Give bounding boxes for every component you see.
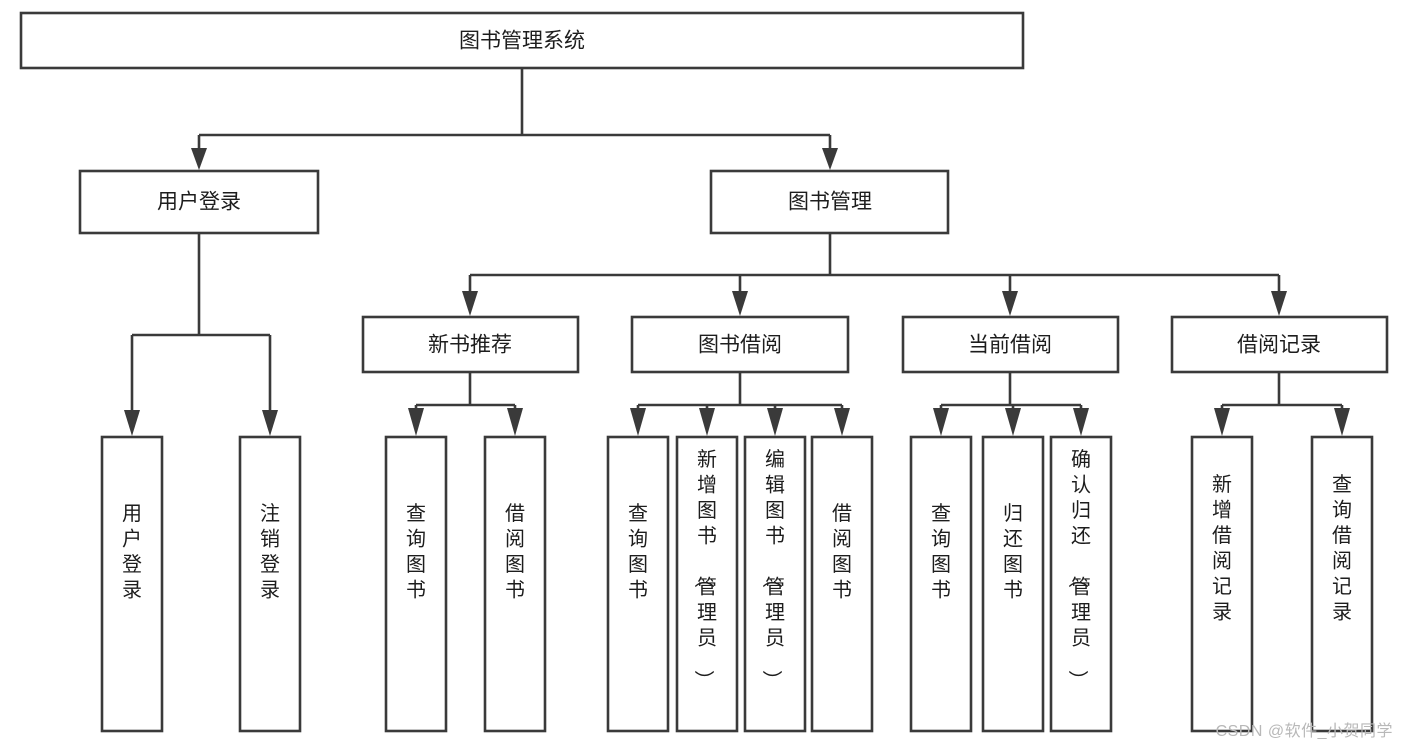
node-leaf-logout-label: 注销登录 xyxy=(260,502,280,602)
node-leaf-return-book-box[interactable] xyxy=(981,435,1045,733)
node-root-box[interactable] xyxy=(19,11,1025,70)
node-leaf-query-borrow-record-box[interactable] xyxy=(1310,435,1374,733)
node-current-borrow[interactable]: 当前借阅 xyxy=(901,315,1120,374)
node-leaf-edit-book-admin-box[interactable] xyxy=(743,435,807,733)
node-leaf-return-book-label: 归还图书 xyxy=(1003,502,1023,602)
node-root[interactable]: 图书管理系统 xyxy=(19,11,1025,70)
node-leaf-query-book-rec[interactable]: 查询图书 xyxy=(384,435,448,733)
node-leaf-borrow-book-rec-box[interactable] xyxy=(483,435,547,733)
arrow-to-borrow-records xyxy=(1271,291,1287,316)
node-leaf-logout[interactable]: 注销登录 xyxy=(238,435,302,733)
node-leaf-query-book-current-box[interactable] xyxy=(909,435,973,733)
node-leaf-confirm-return-admin-label: 确认归还（管理员） xyxy=(1066,448,1091,690)
node-borrow-records-box[interactable] xyxy=(1170,315,1389,374)
node-leaf-user-login[interactable]: 用户登录 xyxy=(100,435,164,733)
arrow-to-book-management xyxy=(822,148,838,170)
arrow-to-leaf-confirm-return-admin xyxy=(1073,408,1089,436)
node-leaf-return-book[interactable]: 归还图书 xyxy=(981,435,1045,733)
node-book-management-box[interactable] xyxy=(709,169,950,235)
node-user-login-box[interactable] xyxy=(78,169,320,235)
node-leaf-query-book-borrow-box[interactable] xyxy=(606,435,670,733)
node-leaf-borrow-book-rec[interactable]: 借阅图书 xyxy=(483,435,547,733)
node-book-borrow-label: 图书借阅 xyxy=(698,334,782,357)
node-leaf-add-book-admin-box[interactable] xyxy=(675,435,739,733)
arrow-to-current-borrow xyxy=(1002,291,1018,316)
arrow-to-user-login xyxy=(191,148,207,170)
node-leaf-add-book-admin-label: 新增图书（管理员） xyxy=(692,448,717,690)
node-leaf-logout-box[interactable] xyxy=(238,435,302,733)
node-root-label: 图书管理系统 xyxy=(459,30,585,53)
arrow-to-book-borrow xyxy=(732,291,748,316)
node-leaf-add-borrow-record-box[interactable] xyxy=(1190,435,1254,733)
arrow-to-leaf-borrow-book-rec xyxy=(507,408,523,436)
node-leaf-user-login-label: 用户登录 xyxy=(122,503,142,602)
node-borrow-records-label: 借阅记录 xyxy=(1237,334,1321,357)
connector-layer xyxy=(124,68,1350,436)
node-leaf-borrow-book[interactable]: 借阅图书 xyxy=(810,435,874,733)
arrow-to-leaf-user-login xyxy=(124,410,140,436)
node-leaf-borrow-book-box[interactable] xyxy=(810,435,874,733)
node-leaf-add-borrow-record-label: 新增借阅记录 xyxy=(1212,473,1232,624)
arrow-to-leaf-query-book-borrow xyxy=(630,408,646,436)
node-leaf-query-borrow-record-label: 查询借阅记录 xyxy=(1332,473,1352,624)
arrow-to-leaf-return-book xyxy=(1005,408,1021,436)
arrow-to-leaf-add-borrow-record xyxy=(1214,408,1230,436)
node-current-borrow-box[interactable] xyxy=(901,315,1120,374)
arrow-to-leaf-query-book-current xyxy=(933,408,949,436)
node-leaf-edit-book-admin-label: 编辑图书（管理员） xyxy=(760,448,785,690)
node-new-book-recommend[interactable]: 新书推荐 xyxy=(361,315,580,374)
arrow-to-leaf-borrow-book xyxy=(834,408,850,436)
node-leaf-query-book-current[interactable]: 查询图书 xyxy=(909,435,973,733)
node-user-login[interactable]: 用户登录 xyxy=(78,169,320,235)
arrow-to-leaf-add-book-admin xyxy=(699,408,715,436)
node-leaf-borrow-book-label: 借阅图书 xyxy=(832,502,852,602)
arrow-to-leaf-edit-book-admin xyxy=(767,408,783,436)
node-leaf-add-borrow-record[interactable]: 新增借阅记录 xyxy=(1190,435,1254,733)
node-leaf-query-borrow-record[interactable]: 查询借阅记录 xyxy=(1310,435,1374,733)
arrow-to-new-book-recommend xyxy=(462,291,478,316)
node-leaf-confirm-return-admin[interactable]: 确认归还（管理员） xyxy=(1049,435,1113,733)
node-leaf-add-book-admin[interactable]: 新增图书（管理员） xyxy=(675,435,739,733)
node-leaf-user-login-box[interactable] xyxy=(100,435,164,733)
node-leaf-query-book-rec-label: 查询图书 xyxy=(406,502,426,602)
arrow-to-leaf-query-book-rec xyxy=(408,408,424,436)
node-book-management-label: 图书管理 xyxy=(788,191,872,214)
node-leaf-query-book-borrow[interactable]: 查询图书 xyxy=(606,435,670,733)
node-book-borrow[interactable]: 图书借阅 xyxy=(630,315,850,374)
node-user-login-label: 用户登录 xyxy=(157,191,241,214)
node-new-book-recommend-box[interactable] xyxy=(361,315,580,374)
node-leaf-confirm-return-admin-box[interactable] xyxy=(1049,435,1113,733)
node-leaf-query-book-borrow-label: 查询图书 xyxy=(628,502,648,602)
node-book-management[interactable]: 图书管理 xyxy=(709,169,950,235)
arrow-to-leaf-logout xyxy=(262,410,278,436)
node-leaf-edit-book-admin[interactable]: 编辑图书（管理员） xyxy=(743,435,807,733)
node-book-borrow-box[interactable] xyxy=(630,315,850,374)
node-new-book-recommend-label: 新书推荐 xyxy=(428,334,512,357)
node-current-borrow-label: 当前借阅 xyxy=(968,334,1052,357)
arrow-to-leaf-query-borrow-record xyxy=(1334,408,1350,436)
node-leaf-borrow-book-rec-label: 借阅图书 xyxy=(505,502,525,602)
node-leaf-query-book-rec-box[interactable] xyxy=(384,435,448,733)
node-borrow-records[interactable]: 借阅记录 xyxy=(1170,315,1389,374)
node-leaf-query-book-current-label: 查询图书 xyxy=(931,502,951,602)
